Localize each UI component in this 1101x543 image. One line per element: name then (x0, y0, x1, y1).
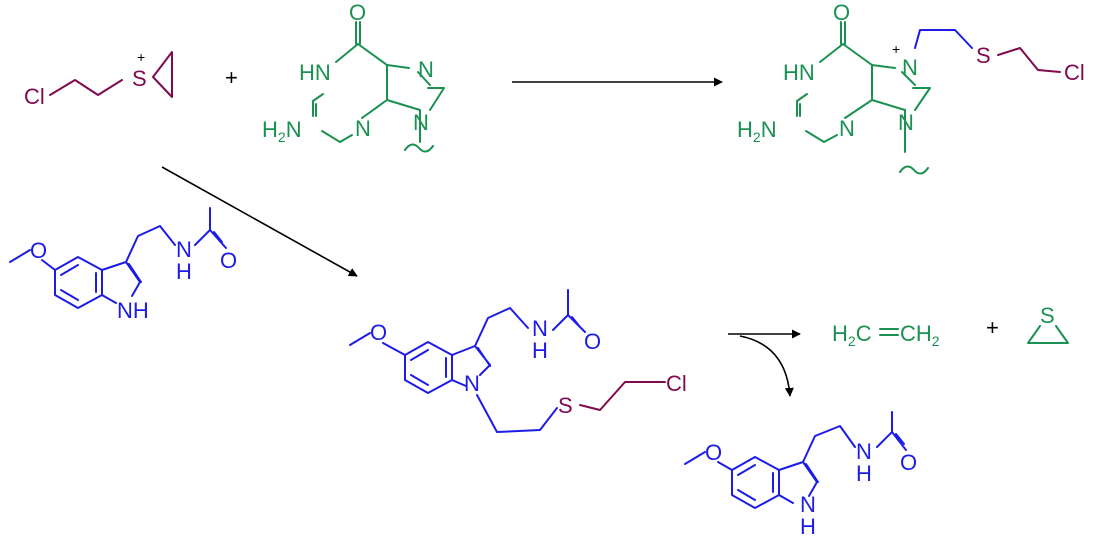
guanine: O HN N N N H2N (262, 0, 445, 153)
reagent-charge: + (137, 49, 145, 65)
guanine-amino: H2N (262, 117, 302, 145)
melatonin-o: O (30, 238, 47, 263)
regenerated-indole-n: N (800, 492, 816, 517)
adduct-o: O (833, 0, 850, 25)
guanine-o: O (349, 0, 366, 25)
episulfonium-reagent: Cl S + (24, 49, 173, 109)
adduct-n9: N (898, 110, 914, 135)
melatonin-indole-nh: NH (117, 298, 149, 323)
ethylene-left: H2C (832, 321, 872, 349)
guanine-n7: N (418, 57, 434, 82)
adduct-cl: Cl (1064, 60, 1085, 85)
guanine-n9: N (413, 110, 429, 135)
ethylene-right: CH2 (900, 321, 940, 349)
melatonin-nh-n: N (176, 237, 192, 262)
regenerated-amide-o: O (900, 450, 917, 475)
reagent-cl: Cl (24, 84, 45, 109)
regenerated-nh-h: H (856, 461, 872, 486)
adduct-amino: H2N (737, 117, 777, 145)
alkylated-melatonin: O N H O N S Cl (349, 289, 687, 433)
thiirane-s: S (1040, 303, 1055, 328)
regenerated-melatonin: O N H O N H (684, 411, 917, 539)
ethylene: H2C CH2 (832, 321, 940, 349)
guanine-hn: HN (299, 60, 331, 85)
adduct-n7: N (902, 55, 918, 80)
plus-sign-reactants: + (225, 65, 238, 90)
alkylated-s: S (558, 393, 573, 418)
plus-sign-products: + (986, 315, 999, 340)
regenerated-indole-h: H (800, 514, 816, 539)
alkylated-nh-n: N (532, 316, 548, 341)
arrow-to-regenerated-melatonin (739, 335, 794, 397)
melatonin-amide-o: O (220, 248, 237, 273)
alkylated-cl: Cl (666, 371, 687, 396)
alkylated-o: O (370, 320, 387, 345)
alkylated-n1: N (464, 371, 480, 396)
adduct-n3: N (839, 116, 855, 141)
alkylated-nh-h: H (532, 338, 548, 363)
melatonin: O N H O NH (9, 207, 237, 323)
thiirane: S (1027, 303, 1069, 344)
arrow-to-alkylated-melatonin (161, 166, 358, 277)
adduct-hn: HN (783, 60, 815, 85)
guanine-adduct: O HN N + N N S Cl H2N (737, 0, 1085, 175)
melatonin-nh-h: H (176, 259, 192, 284)
adduct-charge: + (892, 41, 900, 57)
reagent-s: S (132, 66, 147, 91)
alkylated-amide-o: O (584, 329, 601, 354)
guanine-n3: N (355, 116, 371, 141)
regenerated-nh-n: N (856, 439, 872, 464)
regenerated-o: O (705, 440, 722, 465)
adduct-s: S (976, 43, 991, 68)
